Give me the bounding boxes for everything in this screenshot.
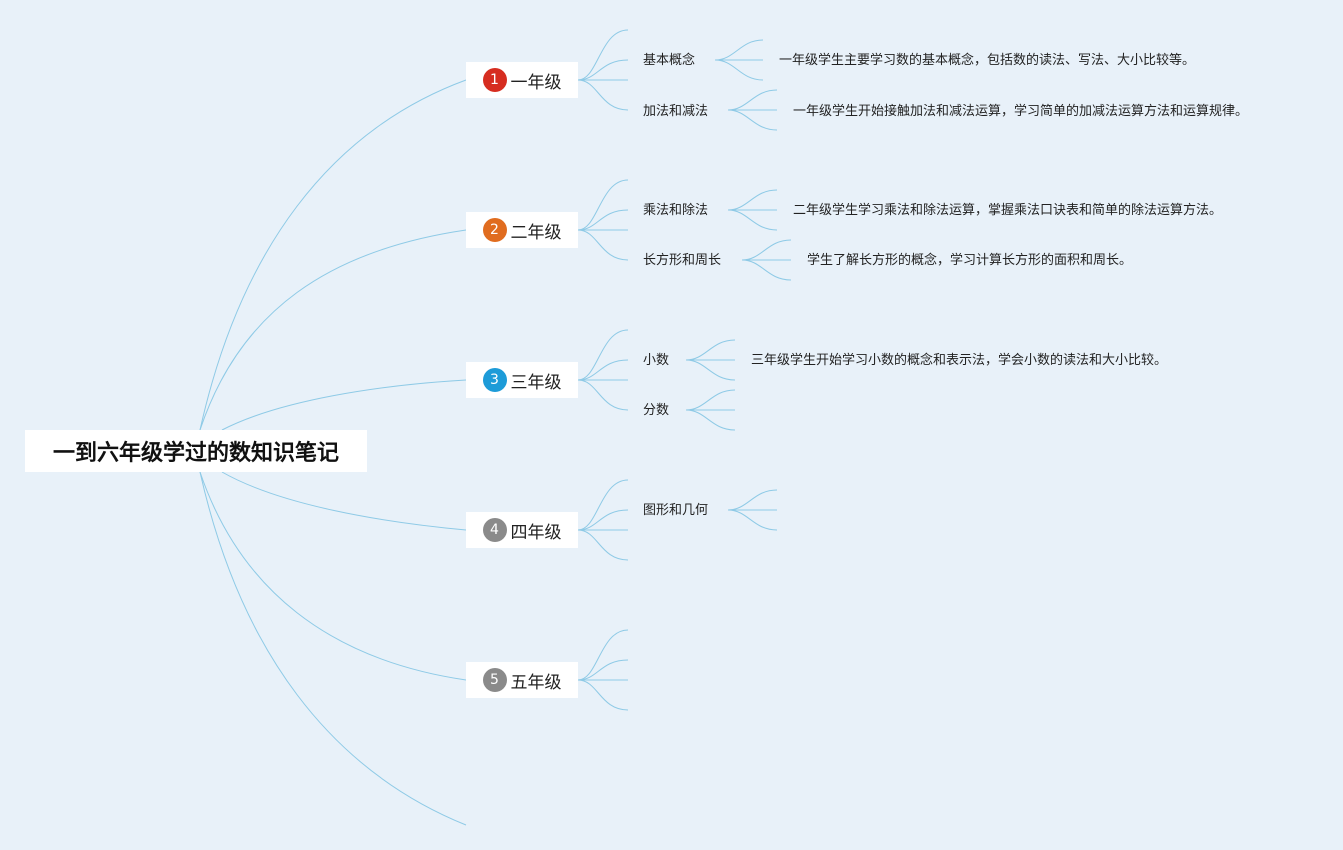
- topic-fan-addition-subtraction-3: [727, 109, 778, 131]
- branch-line-grade-2: [199, 229, 467, 431]
- badge-number-5: 5: [482, 668, 507, 692]
- grade-node-2[interactable]: 2 二年级: [466, 212, 578, 248]
- root-node[interactable]: 一到六年级学过的数知识笔记: [25, 430, 367, 472]
- fan-line-grade-2-1: [577, 179, 629, 231]
- topic-fractions[interactable]: 分数: [643, 403, 670, 418]
- topic-fan-fractions-3: [685, 409, 736, 431]
- topic-fan-decimals-3: [685, 359, 736, 381]
- topic-addition-subtraction[interactable]: 加法和减法: [643, 104, 709, 119]
- grade-node-5[interactable]: 5 五年级: [466, 662, 578, 698]
- detail-rectangle-perimeter[interactable]: 学生了解长方形的概念，学习计算长方形的面积和周长。: [807, 253, 1133, 268]
- fan-line-grade-3-2: [577, 359, 629, 381]
- fan-line-grade-4-2: [577, 509, 629, 531]
- topic-fan-multiplication-division-1: [727, 189, 778, 211]
- detail-basic-concepts[interactable]: 一年级学生主要学习数的基本概念，包括数的读法、写法、大小比较等。: [779, 53, 1196, 68]
- topic-basic-concepts[interactable]: 基本概念: [643, 53, 696, 68]
- detail-multiplication-division[interactable]: 二年级学生学习乘法和除法运算，掌握乘法口诀表和简单的除法运算方法。: [793, 203, 1223, 218]
- grade-label: 二年级: [510, 222, 562, 243]
- grade-label: 一年级: [510, 72, 562, 93]
- topic-fan-decimals-1: [685, 339, 736, 361]
- badge-number-3: 3: [482, 368, 507, 392]
- topic-decimals[interactable]: 小数: [643, 353, 670, 368]
- topic-fan-fractions-1: [685, 389, 736, 411]
- fan-line-grade-3-4: [577, 379, 629, 411]
- detail-addition-subtraction[interactable]: 一年级学生开始接触加法和减法运算，学习简单的加减法运算方法和运算规律。: [793, 104, 1249, 119]
- topic-fan-shapes-geometry-3: [727, 509, 778, 531]
- badge-number-1: 1: [482, 68, 507, 92]
- fan-line-grade-3-1: [577, 329, 629, 381]
- grade-node-4[interactable]: 4 四年级: [466, 512, 578, 548]
- branch-line-grade-5: [199, 471, 467, 681]
- topic-multiplication-division[interactable]: 乘法和除法: [643, 203, 709, 218]
- fan-line-grade-2-4: [577, 229, 629, 261]
- branch-line-grade-1: [199, 79, 467, 431]
- fan-line-grade-5-2: [577, 659, 629, 681]
- topic-fan-multiplication-division-3: [727, 209, 778, 231]
- fan-line-grade-1-2: [577, 59, 629, 81]
- badge-number-2: 2: [482, 218, 507, 242]
- topic-shapes-geometry[interactable]: 图形和几何: [643, 503, 709, 518]
- root-title: 一到六年级学过的数知识笔记: [52, 441, 339, 466]
- grade-label: 三年级: [510, 372, 562, 393]
- topic-fan-rectangle-perimeter-1: [741, 239, 792, 261]
- fan-line-grade-4-1: [577, 479, 629, 531]
- fan-line-grade-1-1: [577, 29, 629, 81]
- badge-number-4: 4: [482, 518, 507, 542]
- topic-fan-rectangle-perimeter-3: [741, 259, 792, 281]
- fan-line-grade-4-4: [577, 529, 629, 561]
- grade-node-1[interactable]: 1 一年级: [466, 62, 578, 98]
- fan-line-grade-5-4: [577, 679, 629, 711]
- branch-line-grade-6: [199, 471, 467, 826]
- topic-fan-shapes-geometry-1: [727, 489, 778, 511]
- fan-line-grade-1-4: [577, 79, 629, 111]
- branch-line-grade-3: [221, 379, 467, 431]
- fan-line-grade-2-2: [577, 209, 629, 231]
- branch-line-grade-4: [221, 471, 467, 531]
- detail-decimals[interactable]: 三年级学生开始学习小数的概念和表示法，学会小数的读法和大小比较。: [751, 353, 1168, 368]
- topic-fan-basic-concepts-1: [714, 39, 764, 61]
- grade-label: 四年级: [510, 522, 562, 543]
- topic-rectangle-perimeter[interactable]: 长方形和周长: [643, 253, 722, 268]
- fan-line-grade-5-1: [577, 629, 629, 681]
- topic-fan-basic-concepts-3: [714, 59, 764, 81]
- grade-label: 五年级: [510, 672, 562, 693]
- grade-node-3[interactable]: 3 三年级: [466, 362, 578, 398]
- topic-fan-addition-subtraction-1: [727, 89, 778, 111]
